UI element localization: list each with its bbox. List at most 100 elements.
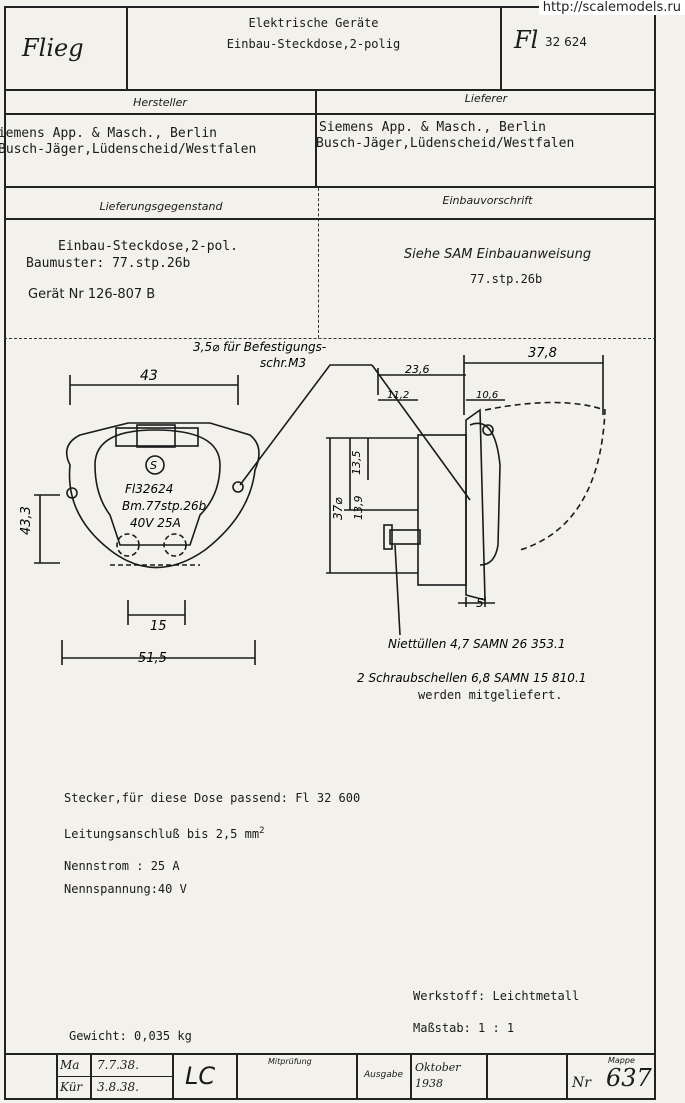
hersteller-label: Hersteller: [133, 96, 187, 109]
header-divider-left: [126, 8, 128, 90]
drawing-top-line: [4, 338, 656, 339]
socket-side-body: [417, 434, 467, 586]
spec-nennstrom: Nennstrom : 25 A: [64, 859, 180, 873]
dim-line-13-9: [344, 438, 418, 511]
company-name: Flieg: [22, 34, 84, 62]
supplier-label-line: [4, 113, 656, 115]
watermark-url: http://scalemodels.ru: [538, 0, 685, 15]
dim-23-6-label: 23,6: [405, 363, 430, 376]
leader-screw-right: [371, 364, 471, 501]
dim-line-5: [458, 597, 495, 607]
gegenstand-line-2: Baumuster: 77.stp.26b: [26, 256, 191, 271]
header-bottom-line: [4, 89, 656, 91]
dim-37-label: 37⌀: [331, 497, 345, 520]
dim-10-6-label: 10,6: [476, 390, 498, 401]
clamp-note-line-1: 2 Schraubschellen 6,8 SAMN 15 810.1: [357, 671, 586, 685]
hersteller-line-2: Busch-Jäger,Lüdenscheid/Westfalen: [0, 142, 257, 157]
dim-37-8-label: 37,8: [528, 346, 557, 361]
footer-div-6: [410, 1054, 412, 1100]
footer-div-2: [90, 1054, 92, 1100]
clamp-note-line-2: werden mitgeliefert.: [418, 688, 563, 702]
socket-side-lid: [469, 422, 501, 566]
date2-label: Kür: [60, 1080, 83, 1094]
spec-stecker: Stecker,für diese Dose passend: Fl 32 60…: [64, 791, 361, 805]
plate-line-3: 40V 25A: [130, 516, 181, 530]
plate-line-2: Bm.77stp.26b: [122, 499, 207, 513]
footer-code: LC: [185, 1062, 216, 1090]
dim-13-5-label: 13,5: [350, 451, 363, 476]
dim-line-23-6: [377, 368, 466, 395]
nr-label: Nr: [572, 1075, 591, 1091]
header-divider-right: [500, 8, 502, 90]
footer-div-8: [566, 1054, 568, 1100]
document-number: 32 624: [545, 35, 587, 49]
socket-hinge-coil: [136, 424, 176, 448]
leader-rivet: [394, 544, 401, 636]
plate-symbol-circle: [145, 455, 165, 475]
dim-11-2-label: 11,2: [387, 390, 409, 401]
dim-line-43: [69, 375, 239, 405]
nr-value: 637: [606, 1064, 652, 1092]
rivet-note: Niettüllen 4,7 SAMN 26 353.1: [388, 637, 566, 651]
delivery-divider: [318, 188, 319, 338]
dim-43-3-label: 43,3: [19, 506, 34, 535]
date2-value: 3.8.38.: [97, 1080, 139, 1094]
delivery-label-line: [4, 218, 656, 220]
lid-swing-arc: [484, 401, 606, 551]
mappe-label: Mappe: [608, 1056, 635, 1065]
mounting-hole-right: [232, 481, 244, 493]
dim-line-37-8: [463, 355, 604, 415]
supplier-divider: [315, 90, 317, 186]
dim-line-15: [127, 600, 186, 625]
rivet-head: [383, 524, 393, 550]
gegenstand-line-1: Einbau-Steckdose,2-pol.: [58, 239, 239, 254]
dim-13-9-label: 13,9: [352, 496, 365, 521]
socket-hinge: [115, 427, 199, 447]
pruefung-label: Mitprüfung: [268, 1057, 312, 1066]
spec-werkstoff: Werkstoff: Leichtmetall: [413, 989, 580, 1003]
ausgabe-value: Oktober 1938: [415, 1061, 461, 1090]
dim-51-5-label: 51,5: [138, 651, 167, 666]
dim-line-43-3: [34, 494, 60, 564]
product-title: Einbau-Steckdose,2-polig: [226, 37, 401, 51]
dim-5-label: 5: [476, 596, 484, 610]
gegenstand-label: Lieferungsgegenstand: [99, 200, 223, 213]
dim-43-label: 43: [140, 368, 158, 384]
spec-gewicht: Gewicht: 0,035 kg: [69, 1029, 192, 1043]
vorschrift-line-2: 77.stp.26b: [470, 272, 543, 286]
section-line-2: [4, 186, 656, 188]
footer-div-5: [356, 1054, 358, 1100]
socket-front-outline: [65, 422, 260, 569]
lieferer-line-1: Siemens App. & Masch., Berlin: [319, 120, 546, 135]
spec-leitung-sup: 2: [259, 826, 265, 836]
footer-div-1: [56, 1054, 58, 1100]
lieferer-label: Lieferer: [464, 92, 508, 105]
footer-div-7: [486, 1054, 488, 1100]
mounting-hole-left: [66, 487, 78, 499]
dim-line-51-5: [61, 640, 256, 665]
side-hole: [482, 424, 494, 436]
screw-note-line-2: schr.M3: [260, 356, 306, 370]
spec-leitung-text: Leitungsanschluß bis 2,5 mm: [64, 827, 260, 841]
socket-inner-outline: [94, 429, 221, 546]
document-sheet: [4, 6, 656, 1100]
dim-line-37: [326, 437, 418, 574]
leader-screw-left: [239, 364, 372, 486]
lieferer-line-2: Busch-Jäger,Lüdenscheid/Westfalen: [316, 136, 575, 151]
plate-symbol: S: [150, 459, 157, 472]
plate-line-1: Fl32624: [125, 482, 173, 496]
footer-div-4: [236, 1054, 238, 1100]
spec-massstab: Maßstab: 1 : 1: [413, 1021, 515, 1035]
category-title: Elektrische Geräte: [248, 16, 379, 30]
footer-div-3: [172, 1054, 174, 1100]
spec-leitung: Leitungsanschluß bis 2,5 mm2: [64, 826, 265, 841]
socket-side-flange: [465, 408, 486, 602]
contact-pins-dashed: [110, 533, 200, 566]
gegenstand-line-3: Gerät Nr 126-807 B: [28, 287, 156, 302]
screw-note-line-1: 3,5⌀ für Befestigungs-: [193, 340, 326, 354]
vorschrift-label: Einbauvorschrift: [442, 194, 533, 207]
date1-value: 7.7.38.: [97, 1058, 139, 1072]
technical-drawing: 3,5⌀ für Befestigungs- schr.M3 43 43,3 1…: [19, 340, 606, 685]
vorschrift-line-1: Siehe SAM Einbauanweisung: [403, 247, 592, 262]
dim-15-label: 15: [150, 619, 167, 634]
